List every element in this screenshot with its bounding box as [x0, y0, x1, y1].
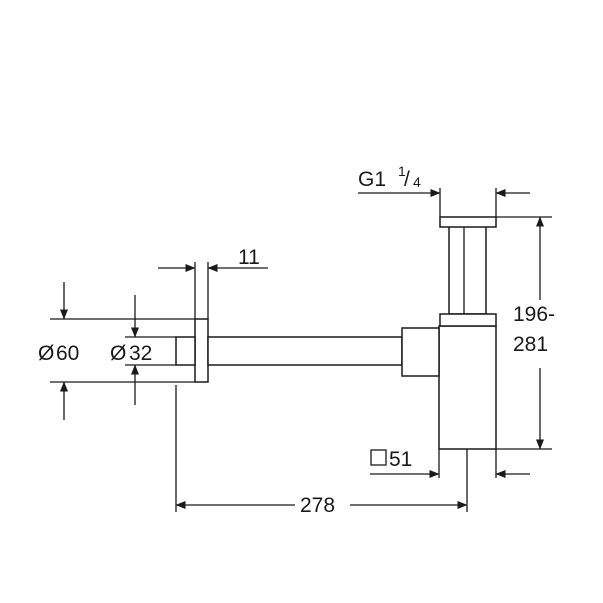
wall-stub-pipe	[175, 336, 196, 366]
outer-diameter-symbol: Ø	[38, 342, 54, 365]
square-label: 51	[389, 448, 412, 471]
outer-diameter-label: 60	[56, 342, 79, 365]
flange-thickness-label: 11	[238, 246, 260, 269]
dimension-height: 196- 281	[513, 216, 555, 450]
dimension-flange-thickness: 11	[158, 246, 268, 272]
pipe-sleeve-nut	[401, 327, 440, 377]
top-nut	[439, 216, 497, 228]
middle-nut	[439, 313, 497, 327]
square-symbol-icon	[370, 449, 387, 466]
height-label-line2: 281	[513, 333, 548, 356]
pipe-diameter-symbol: Ø	[110, 342, 126, 365]
pipe-diameter-label: 32	[129, 342, 152, 365]
dimension-pipe-diameter: Ø 32	[110, 295, 152, 405]
thread-label-slash: /	[404, 168, 410, 191]
height-label-line1: 196-	[513, 303, 555, 326]
horizontal-drain-pipe	[207, 336, 403, 366]
dimension-outer-diameter: Ø 60	[38, 282, 79, 420]
dimension-thread: G1 1 / 4	[358, 163, 530, 197]
dimension-length: 278	[175, 494, 468, 517]
dimension-square: 51	[370, 448, 530, 478]
thread-label-numerator: 1	[398, 163, 406, 179]
trap-body	[438, 325, 497, 450]
wall-flange	[194, 318, 209, 383]
length-label: 278	[300, 494, 335, 517]
thread-label-main: G1	[358, 168, 386, 191]
thread-label-denominator: 4	[413, 174, 421, 190]
vertical-inlet-pipe	[448, 225, 487, 315]
siphon-outline	[175, 216, 497, 450]
